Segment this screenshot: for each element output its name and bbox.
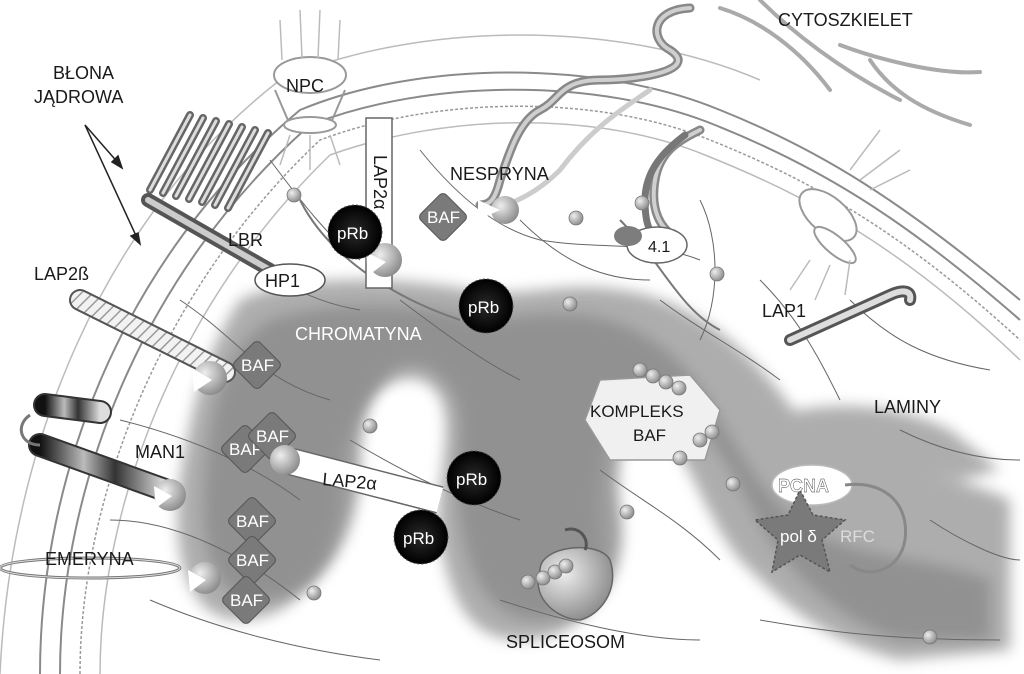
baf-label: BAF bbox=[236, 551, 269, 570]
label-lbr: LBR bbox=[228, 230, 263, 250]
protein-41: 4.1 bbox=[614, 226, 688, 264]
baf-diamond: BAF bbox=[228, 536, 276, 584]
label-41: 4.1 bbox=[648, 239, 670, 256]
diagram-labels: CYTOSZKIELET BŁONA JĄDROWA NPC NESPRYNA … bbox=[34, 10, 941, 652]
prb-sphere: pRb bbox=[393, 509, 449, 565]
label-npc: NPC bbox=[286, 76, 324, 96]
kompleks-baf-complex bbox=[584, 362, 721, 466]
label-kompleks-baf: KOMPLEKS BAF bbox=[590, 402, 688, 445]
label-emerin: EMERYNA bbox=[45, 549, 134, 569]
lap2-beta-protein bbox=[69, 289, 236, 395]
man1-protein bbox=[19, 393, 186, 511]
prb-sphere: pRb bbox=[327, 204, 383, 260]
baf-label: BAF bbox=[229, 440, 262, 459]
baf-diamond: BAF bbox=[419, 193, 467, 241]
npc-right bbox=[789, 129, 911, 301]
lap2-alpha-vertical: LAP2α bbox=[365, 117, 402, 289]
label-lap1: LAP1 bbox=[762, 301, 806, 321]
npc-left bbox=[273, 9, 347, 170]
label-hp1: HP1 bbox=[265, 271, 300, 291]
label-pcna: PCNA bbox=[778, 476, 829, 496]
baf-diamond: BAF bbox=[233, 341, 281, 389]
replication-complex bbox=[753, 464, 908, 574]
label-cytoskeleton: CYTOSZKIELET bbox=[778, 10, 913, 30]
label-kompleks-baf-line2: BAF bbox=[633, 426, 666, 445]
prb-spheres: pRb pRb pRb pRb bbox=[327, 204, 514, 565]
baf-label: BAF bbox=[241, 356, 274, 375]
lbr-protein: HP1 bbox=[141, 111, 326, 297]
baf-label: BAF bbox=[427, 208, 460, 227]
lap2-alpha-horizontal: LAP2α bbox=[270, 445, 444, 514]
label-nesprin: NESPRYNA bbox=[450, 164, 549, 184]
label-lap2-alpha-vertical: LAP2α bbox=[370, 155, 390, 209]
label-lap2-alpha: LAP2α bbox=[322, 469, 378, 494]
nesprin-protein bbox=[475, 3, 705, 245]
prb-label: pRb bbox=[403, 529, 434, 548]
label-nuclear-envelope-line2: JĄDROWA bbox=[34, 87, 123, 107]
envelope-pointer-arrows bbox=[84, 124, 142, 247]
label-laminy: LAMINY bbox=[874, 397, 941, 417]
label-nuclear-envelope-line1: BŁONA bbox=[53, 63, 114, 83]
small-spheres bbox=[286, 187, 938, 645]
prb-label: pRb bbox=[456, 470, 487, 489]
baf-diamond: BAF bbox=[228, 497, 276, 545]
emerin-protein bbox=[0, 556, 221, 594]
baf-label: BAF bbox=[236, 512, 269, 531]
label-man1: MAN1 bbox=[135, 442, 185, 462]
label-chromatin: CHROMATYNA bbox=[295, 324, 422, 344]
label-spliceosome: SPLICEOSOM bbox=[506, 632, 625, 652]
label-rfc: RFC bbox=[840, 527, 875, 546]
prb-label: pRb bbox=[468, 298, 499, 317]
baf-label: BAF bbox=[230, 591, 263, 610]
prb-sphere: pRb bbox=[446, 450, 502, 506]
baf-label: BAF bbox=[256, 427, 289, 446]
label-nuclear-envelope: BŁONA JĄDROWA bbox=[34, 63, 123, 107]
baf-diamond: BAF bbox=[222, 576, 270, 624]
label-kompleks-baf-line1: KOMPLEKS bbox=[590, 402, 684, 421]
prb-label: pRb bbox=[337, 224, 368, 243]
kompleks-baf-beads bbox=[632, 362, 720, 466]
label-lap2-beta: LAP2ß bbox=[34, 264, 89, 284]
lap1-protein bbox=[784, 285, 917, 346]
label-pol-delta: pol δ bbox=[780, 527, 817, 546]
prb-sphere: pRb bbox=[458, 278, 514, 334]
cytoskeleton-filaments bbox=[718, 0, 982, 127]
baf-diamonds: BAF BAF BAF BAF BAF BAF BAF bbox=[221, 193, 467, 624]
spliceosome-complex bbox=[520, 527, 614, 621]
